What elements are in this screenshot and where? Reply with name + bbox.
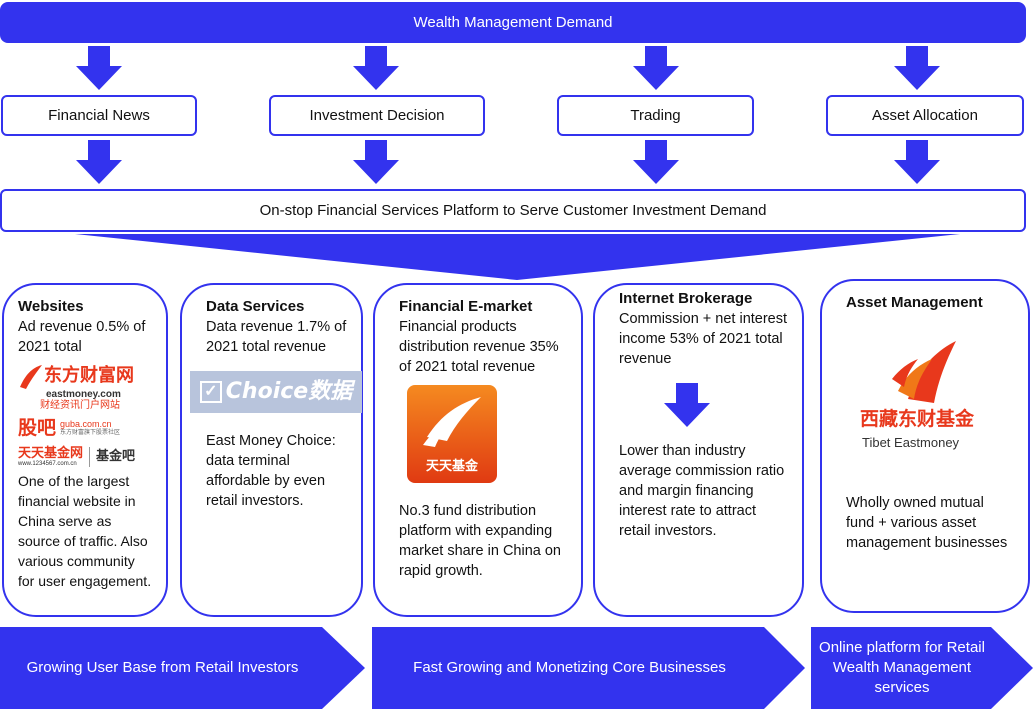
card-subtitle: Financial products distribution revenue …	[399, 319, 559, 375]
card-title: Data Services	[206, 298, 305, 315]
chevron-online-platform: Online platform for Retail Wealth Manage…	[811, 627, 993, 709]
card-body: Wholly owned mutual fund + various asset…	[846, 495, 1008, 551]
stage-trading: Trading	[557, 95, 754, 136]
platform-box: On-stop Financial Services Platform to S…	[0, 189, 1026, 232]
card-subtitle: Data revenue 1.7% of 2021 total revenue	[206, 319, 347, 355]
jijinba-text: 基金吧	[96, 449, 136, 464]
card-title: Websites	[18, 298, 84, 315]
card-asset-management: Asset Management 西藏东财基金 Tibet Eastmoney …	[820, 279, 1030, 613]
arrow-down-icon	[633, 46, 679, 90]
card-title: Asset Management	[846, 294, 983, 311]
arrow-down-icon	[76, 140, 122, 184]
card-data-services: Data Services Data revenue 1.7% of 2021 …	[180, 283, 363, 617]
tiantian-main-text: 天天基金网	[18, 446, 84, 461]
arrow-down-icon	[353, 140, 399, 184]
guba-sub-text: guba.com.cn	[60, 419, 112, 429]
stage-financial-news: Financial News	[1, 95, 197, 136]
tiantian-app-icon: 天天基金	[407, 385, 497, 483]
chevron-shape	[811, 627, 1033, 709]
card-body: East Money Choice: data terminal afforda…	[206, 433, 336, 509]
card-websites: Websites Ad revenue 0.5% of 2021 total 东…	[2, 283, 168, 617]
arrow-down-icon	[353, 46, 399, 90]
chevron-label: Online platform for Retail Wealth Manage…	[819, 639, 985, 696]
logo-en-text: Tibet Eastmoney	[862, 435, 960, 450]
card-body: No.3 fund distribution platform with exp…	[399, 503, 561, 579]
tiantian-sub-text: www.1234567.com.cn	[18, 461, 77, 467]
guba-cn-text: 东方财富旗下股票社区	[60, 429, 121, 436]
card-financial-emarket: Financial E-market Financial products di…	[373, 283, 583, 617]
logo-main-text: 东方财富网	[44, 365, 134, 386]
stage-asset-allocation: Asset Allocation	[826, 95, 1024, 136]
stage-investment-decision: Investment Decision	[269, 95, 485, 136]
platform-label: On-stop Financial Services Platform to S…	[259, 202, 767, 219]
logo-sub-text: eastmoney.com	[46, 389, 121, 400]
chevron-label: Growing User Base from Retail Investors	[26, 659, 299, 676]
logo-cn-text: 西藏东财基金	[860, 408, 975, 430]
card-subtitle: Commission + net interest income 53% of …	[619, 311, 788, 367]
feather-icon	[423, 397, 481, 447]
arrow-down-icon	[664, 383, 710, 427]
card-subtitle: Ad revenue 0.5% of 2021 total	[18, 319, 146, 355]
chevron-shape	[0, 627, 365, 709]
choice-logo: ✓ Choice数据	[190, 371, 362, 413]
stage-label: Trading	[630, 107, 681, 124]
checkbox-icon: ✓	[199, 381, 222, 403]
stage-label: Asset Allocation	[872, 107, 978, 124]
arrow-down-icon	[76, 46, 122, 90]
card-body: One of the largest financial website in …	[18, 473, 152, 589]
stage-label: Investment Decision	[309, 107, 445, 124]
chevron-label: Fast Growing and Monetizing Core Busines…	[413, 659, 726, 676]
tiantian-logo: 天天基金网 www.1234567.com.cn 基金吧	[18, 443, 152, 471]
eastmoney-logo: 东方财富网 eastmoney.com 财经资讯门户网站	[18, 363, 152, 413]
logo-cn-text: 财经资讯门户网站	[40, 400, 120, 411]
tibet-eastmoney-logo: 西藏东财基金 Tibet Eastmoney	[846, 329, 1014, 450]
card-title: Financial E-market	[399, 298, 533, 315]
chevron-user-base: Growing User Base from Retail Investors	[0, 627, 325, 709]
app-icon-text: 天天基金	[425, 459, 478, 474]
feather-logo-icon	[892, 341, 956, 403]
eastmoney-swoosh-icon	[20, 365, 42, 389]
stage-label: Financial News	[48, 107, 150, 124]
arrow-down-icon	[633, 140, 679, 184]
card-internet-brokerage: Internet Brokerage Commission + net inte…	[593, 283, 804, 617]
card-title: Internet Brokerage	[619, 290, 753, 307]
funnel-triangle	[75, 234, 960, 280]
banner-title: Wealth Management Demand	[413, 14, 613, 31]
card-body: Lower than industry average commission r…	[619, 443, 785, 539]
guba-logo: 股吧 guba.com.cn 东方财富旗下股票社区	[18, 413, 152, 443]
arrow-down-icon	[894, 46, 940, 90]
chevron-shape	[372, 627, 805, 709]
guba-main-text: 股吧	[18, 417, 57, 439]
wealth-demand-banner: Wealth Management Demand	[0, 2, 1026, 43]
chevron-core-businesses: Fast Growing and Monetizing Core Busines…	[372, 627, 767, 709]
choice-logo-text: Choice数据	[225, 379, 353, 404]
arrow-down-icon	[894, 140, 940, 184]
